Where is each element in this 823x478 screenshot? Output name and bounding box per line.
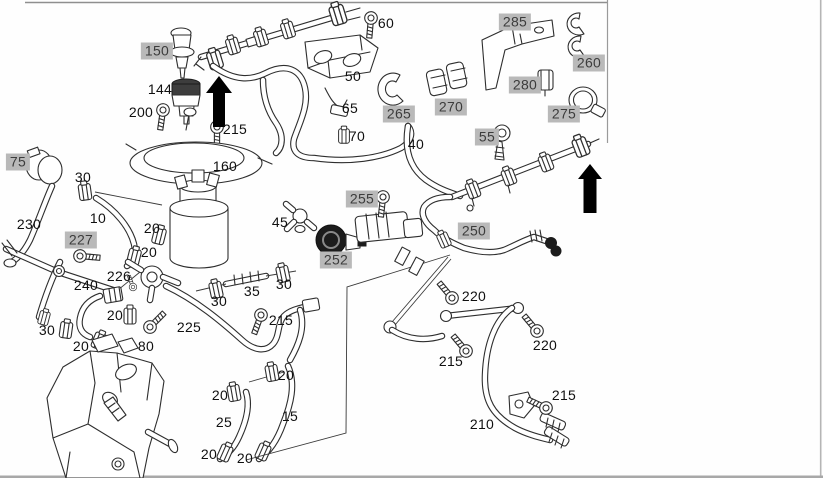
part-label-40: 40 — [407, 136, 425, 152]
part-label-220: 220 — [461, 288, 487, 304]
pipe-assembly-210 — [383, 246, 570, 449]
part-label-30: 30 — [210, 293, 228, 309]
part-label-215: 215 — [438, 353, 464, 369]
detail-boundary — [245, 254, 452, 461]
part-label-30: 30 — [38, 322, 56, 338]
valve-255 — [354, 189, 424, 243]
part-label-200: 200 — [128, 104, 154, 120]
part-label-285: 285 — [498, 13, 532, 31]
part-label-60: 60 — [377, 15, 395, 31]
valve-bracket-50 — [304, 10, 379, 79]
part-label-20: 20 — [236, 450, 254, 466]
part-label-215: 215 — [268, 312, 294, 328]
part-label-144: 144 — [147, 81, 173, 97]
part-label-45: 45 — [271, 214, 289, 230]
fuel-rail-lower — [448, 132, 600, 212]
engine-block — [46, 333, 179, 478]
part-label-35: 35 — [243, 283, 261, 299]
part-label-265: 265 — [382, 105, 416, 123]
filter-parts-column — [125, 27, 273, 185]
part-label-226: 226 — [106, 268, 132, 284]
part-label-270: 270 — [434, 98, 468, 116]
part-label-215: 215 — [222, 121, 248, 137]
part-label-280: 280 — [508, 76, 542, 94]
part-label-240: 240 — [73, 277, 99, 293]
part-label-55: 55 — [474, 128, 500, 146]
part-label-160: 160 — [212, 158, 238, 174]
part-label-225: 225 — [176, 319, 202, 335]
part-label-70: 70 — [348, 128, 366, 144]
part-label-252: 252 — [319, 251, 353, 269]
engine-pipes-left — [1, 239, 120, 340]
part-label-250: 250 — [457, 222, 491, 240]
center-junction — [76, 258, 321, 364]
part-label-20: 20 — [277, 367, 295, 383]
part-label-215: 215 — [551, 387, 577, 403]
part-label-20: 20 — [106, 307, 124, 323]
hose-250 — [419, 193, 562, 257]
part-label-255: 255 — [345, 190, 379, 208]
part-label-230: 230 — [16, 216, 42, 232]
arrows-group — [206, 76, 602, 213]
part-label-20: 20 — [200, 446, 218, 462]
part-label-210: 210 — [469, 416, 495, 432]
part-label-20: 20 — [143, 220, 161, 236]
clip-parts-top-right — [377, 12, 606, 161]
part-label-30: 30 — [74, 169, 92, 185]
part-label-260: 260 — [572, 54, 606, 72]
part-label-30: 30 — [275, 276, 293, 292]
valve-45 — [282, 200, 318, 234]
part-label-65: 65 — [341, 100, 359, 116]
part-label-80: 80 — [137, 338, 155, 354]
part-label-227: 227 — [64, 231, 98, 249]
part-label-20: 20 — [72, 338, 90, 354]
hoses-top — [209, 62, 464, 200]
fuel-filter — [169, 169, 229, 269]
part-label-20: 20 — [211, 387, 229, 403]
black-up-arrow-1 — [206, 76, 232, 127]
fuel-rail-top — [193, 0, 361, 72]
part-label-150: 150 — [140, 42, 174, 60]
black-up-arrow-2 — [578, 164, 602, 213]
part-label-25: 25 — [215, 414, 233, 430]
part-label-75: 75 — [5, 153, 31, 171]
part-label-220: 220 — [532, 337, 558, 353]
part-label-15: 15 — [281, 408, 299, 424]
part-label-275: 275 — [547, 105, 581, 123]
part-label-50: 50 — [344, 68, 362, 84]
part-label-20: 20 — [140, 244, 158, 260]
hoses-25-15 — [215, 360, 296, 464]
part-label-10: 10 — [89, 210, 107, 226]
